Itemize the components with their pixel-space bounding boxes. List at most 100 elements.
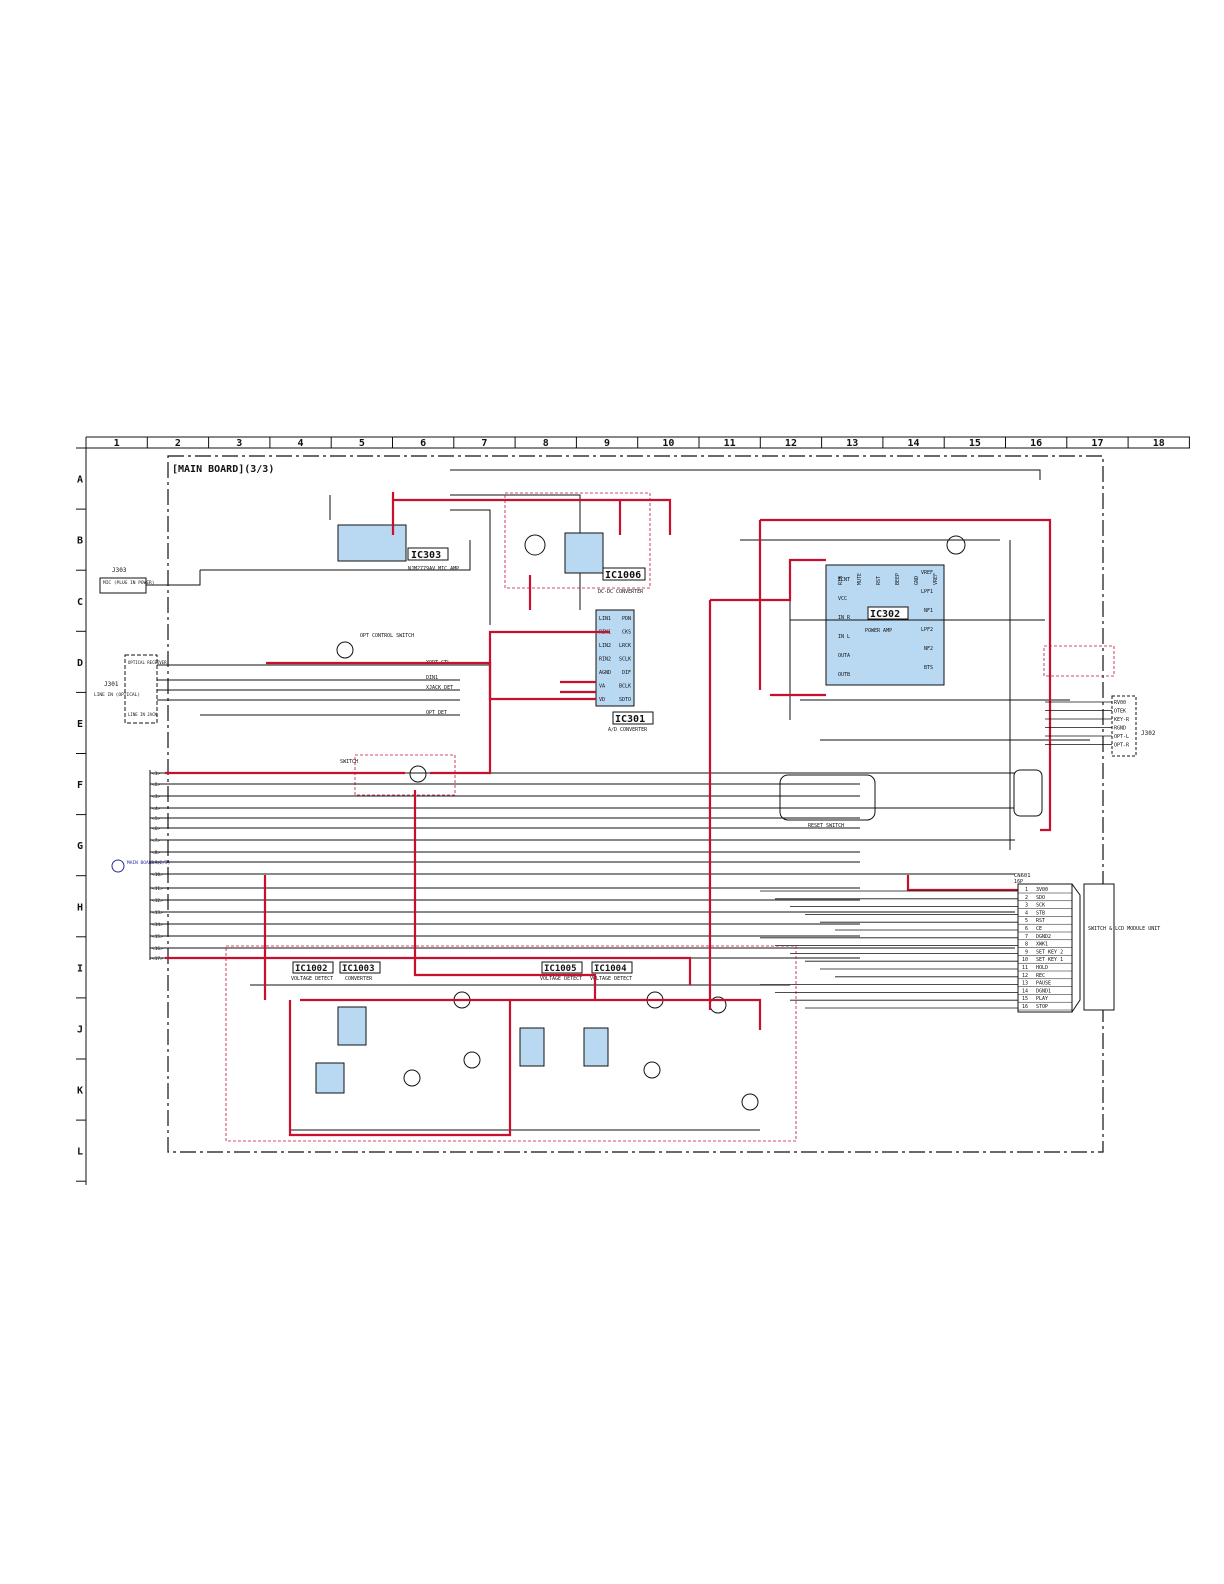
row-label: I — [77, 963, 83, 974]
net-din1: DIN1 — [426, 675, 438, 681]
net-xjack: XJACK DET — [426, 685, 453, 691]
cn601-signal: HOLD — [1036, 965, 1048, 971]
cn601-pin-number: 10 — [1022, 957, 1028, 963]
pin-label: TCNT — [838, 577, 850, 583]
pin-label: DIF — [622, 670, 631, 676]
cn601-signal: SCK — [1036, 903, 1045, 909]
q1010-symbol — [409, 765, 427, 783]
switch-unit-label: SWITCH & LCD MODULE UNIT — [1088, 926, 1160, 932]
pin-label: VCC — [838, 596, 847, 602]
cn601-pin-number: 5 — [1025, 918, 1028, 924]
column-label: 3 — [236, 438, 242, 449]
row-label: E — [77, 719, 83, 730]
column-label: 13 — [846, 438, 858, 449]
bus-terminal: <8> — [152, 850, 160, 856]
ic302-body — [825, 564, 945, 686]
cn601-signal: CE — [1036, 926, 1042, 932]
power-trace — [300, 998, 762, 1030]
j302-signal: OPT-R — [1114, 743, 1130, 749]
pin-label: NF1 — [924, 608, 933, 614]
board-outline — [167, 455, 1104, 1153]
ic303-caption: NJM2779AV MIC AMP — [408, 566, 459, 572]
pin-label: VD — [599, 697, 605, 703]
ic1005-caption: VOLTAGE DETECT — [540, 976, 582, 982]
j301-desc: LINE IN (OPTICAL) — [94, 692, 140, 698]
cn601-label: CN601 — [1014, 873, 1031, 879]
cn601-pin-number: 8 — [1025, 942, 1028, 948]
cn601-pin-number: 7 — [1025, 934, 1028, 940]
bus-terminal: <15> — [152, 934, 163, 940]
power-trace — [288, 1000, 512, 1137]
column-label: 7 — [481, 438, 487, 449]
ic1005-label: IC1005 — [544, 964, 577, 974]
pin-label: MUTE — [857, 573, 863, 585]
row-label: F — [77, 780, 83, 791]
q1002-symbol — [403, 1069, 421, 1087]
cn601-wires — [760, 890, 1018, 1009]
ic1006-body — [564, 532, 604, 574]
pin-label: GND — [914, 576, 920, 585]
row-label: D — [77, 658, 83, 669]
pin-label: NF2 — [924, 646, 933, 652]
row-label: G — [77, 841, 83, 852]
cn601-pin-number: 12 — [1022, 973, 1028, 979]
column-label: 8 — [543, 438, 549, 449]
cn601-pin-number: 16 — [1022, 1004, 1028, 1010]
cn601-pin-number: 1 — [1025, 887, 1028, 893]
pin-label: VREF — [933, 573, 939, 585]
pin-label: AGND — [599, 670, 611, 676]
bus-terminal: <12> — [152, 898, 163, 904]
fb301-dashed-zone — [1043, 645, 1115, 677]
row-label: L — [77, 1147, 83, 1158]
ic1006-caption: DC-DC CONVERTER — [598, 589, 644, 595]
row-label: C — [77, 597, 83, 608]
pin-label: SDTO — [619, 697, 631, 703]
cn601-signal: RST — [1036, 918, 1045, 924]
column-label: 2 — [175, 438, 181, 449]
optical-label: OPTICAL RECEIVER — [128, 660, 167, 665]
main-ref-circle[interactable] — [111, 859, 125, 873]
pin-label: LPF1 — [921, 589, 933, 595]
ic1004-body — [583, 1027, 609, 1067]
cn601-signal: 3V00 — [1036, 887, 1048, 893]
bus-terminal: <11> — [152, 886, 163, 892]
pin-label: IN L — [838, 634, 850, 640]
ic302-label: IC302 — [870, 609, 900, 620]
column-label: 1 — [114, 438, 120, 449]
cn601-signal: STB — [1036, 910, 1045, 916]
q1008-symbol — [524, 534, 546, 556]
column-label: 10 — [662, 438, 674, 449]
ic1005-body — [519, 1027, 545, 1067]
row-ticks — [76, 447, 86, 1182]
cn601-signal: DGND1 — [1036, 988, 1051, 994]
pin-label: LPF2 — [921, 627, 933, 633]
net-optdet: OPT DET — [426, 710, 447, 716]
cn601-pin-number: 9 — [1025, 949, 1028, 955]
column-label: 4 — [298, 438, 304, 449]
pin-label: RIN — [838, 576, 844, 585]
cn601-signal: SET KEY 2 — [1036, 949, 1063, 955]
bus-terminal: <1> — [152, 771, 160, 777]
row-label: B — [77, 536, 83, 547]
ic1003-body — [337, 1006, 367, 1046]
q1010-dashed-zone — [354, 754, 456, 796]
bus-terminal: <13> — [152, 910, 163, 916]
power-trace — [266, 661, 596, 701]
bottom-ic-labels: IC1002 VOLTAGE DETECT IC1003 CONVERTER I… — [291, 961, 633, 982]
power-trace — [165, 956, 692, 985]
q601-desc: RESET SWITCH — [808, 823, 844, 829]
column-label: 14 — [908, 438, 920, 449]
cn601-pin-number: 6 — [1025, 926, 1028, 932]
q1004-symbol — [463, 1051, 481, 1069]
q601-zone — [779, 774, 876, 821]
cn601-pin-number: 15 — [1022, 996, 1028, 1002]
column-label: 12 — [785, 438, 797, 449]
board-title: [MAIN BOARD](3/3) — [172, 464, 274, 475]
q302-symbol — [336, 641, 354, 659]
j301-label: J301 — [104, 681, 119, 688]
column-label: 15 — [969, 438, 981, 449]
